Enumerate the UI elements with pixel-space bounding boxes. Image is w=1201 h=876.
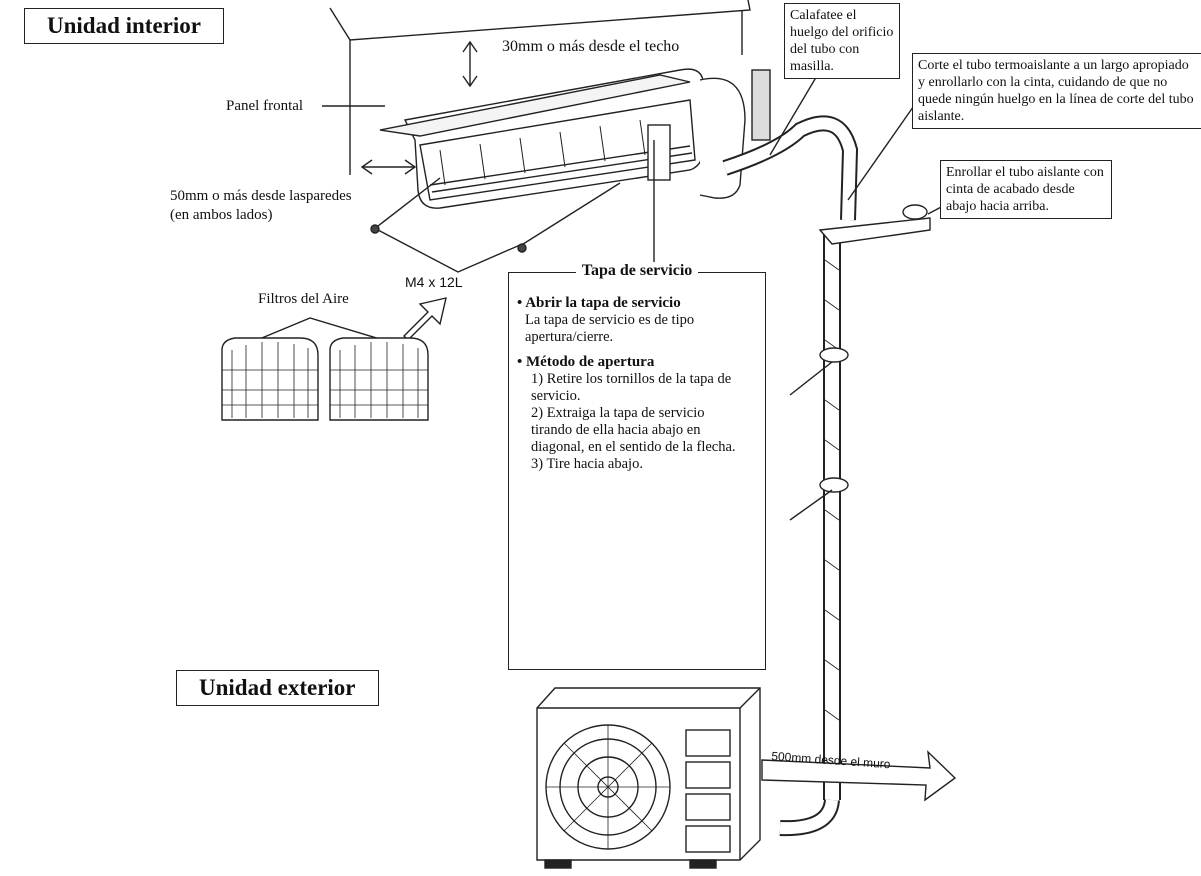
cut-tube-note: Corte el tubo termoaislante a un largo a… [912, 53, 1201, 129]
open-text: La tapa de servicio es de tipo apertura/… [525, 312, 695, 345]
method-heading-row: • Método de apertura [517, 354, 655, 370]
filter-leader-lines [244, 317, 401, 346]
ceiling-gap-label: 30mm o más desde el techo [502, 38, 680, 55]
step-1: 1) Retire los tornillos de la tapa de se… [531, 371, 732, 404]
step-2: 2) Extraiga la tapa de servicio tirando … [531, 405, 736, 455]
air-filter-left [221, 337, 319, 421]
method-heading: Método de apertura [526, 354, 655, 370]
air-filter-right [329, 337, 429, 421]
screw-indicator [370, 177, 621, 273]
service-cover-panel: Tapa de servicio • Abrir la tapa de serv… [508, 262, 766, 670]
wrap-tube-note: Enrollar el tubo aislante con cinta de a… [940, 160, 1112, 219]
wall-distance-arrow [761, 750, 957, 802]
pipe-fitting [818, 217, 931, 245]
pipe-clamp-lower [789, 477, 849, 521]
cut-tube-note-pointer [847, 99, 919, 201]
step-3: 3) Tire hacia abajo. [531, 456, 643, 472]
caulk-note-pointer [769, 73, 819, 156]
side-gap-label-line1: 50mm o más desde lasparedes [170, 188, 352, 204]
ceiling-gap-arrow [462, 40, 478, 88]
side-gap-arrow [360, 159, 417, 175]
insulated-pipe [722, 115, 859, 837]
front-panel-label: Panel frontal [226, 98, 304, 114]
caulk-note: Calafatee el huelgo del orificio del tub… [784, 3, 900, 79]
air-filters-label: Filtros del Aire [258, 291, 349, 307]
side-gap-label-line2: (en ambos lados) [170, 207, 273, 223]
open-heading-row: • Abrir la tapa de servicio [517, 295, 681, 311]
outdoor-unit-label: Unidad exterior [176, 670, 379, 706]
outdoor-unit-drawing [536, 687, 761, 869]
service-panel-title: Tapa de servicio [575, 262, 699, 279]
pipe-clamp-upper [789, 347, 849, 396]
service-panel-title-wrap: Tapa de servicio [509, 262, 765, 280]
indoor-unit-drawing [379, 68, 746, 209]
indoor-unit-label: Unidad interior [24, 8, 224, 44]
filter-up-arrow [403, 297, 447, 341]
ceiling-wall-outline [329, 0, 751, 41]
open-heading: Abrir la tapa de servicio [525, 295, 681, 311]
screw-spec-label: M4 x 12L [405, 274, 463, 290]
wall-section [751, 69, 771, 141]
